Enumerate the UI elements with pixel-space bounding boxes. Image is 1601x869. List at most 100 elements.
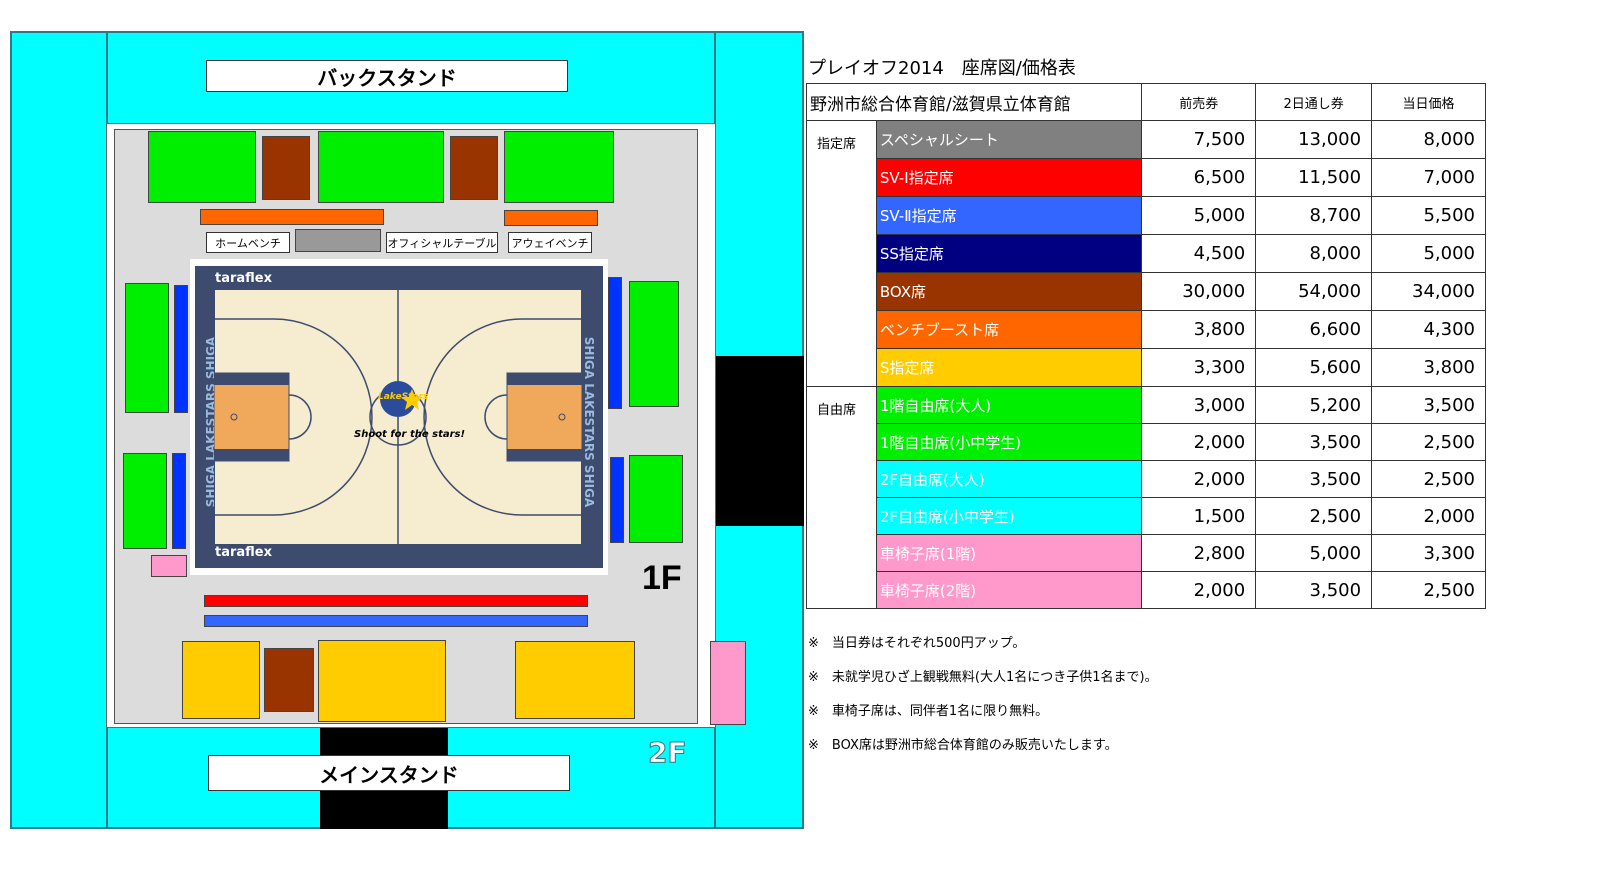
price-day-of: 2,500 [1371, 423, 1486, 461]
price-two-day: 11,500 [1255, 158, 1373, 197]
price-presale: 3,000 [1141, 386, 1257, 424]
team-name-right: SHIGA LAKESTARS SHIGA [582, 336, 596, 508]
seat-type-cell: BOX席 [875, 272, 1143, 311]
away-bench-label: アウェイベンチ [508, 232, 592, 253]
price-presale: 3,300 [1141, 348, 1257, 387]
wheelchair-seat-2f[interactable] [710, 641, 746, 725]
court: taraflex taraflex SHIGA LAKESTARS SHIGA … [190, 259, 608, 575]
price-two-day: 3,500 [1255, 423, 1373, 461]
seat-block-box[interactable] [450, 136, 498, 200]
seat-block-free-1f[interactable] [125, 283, 169, 413]
court-brand-label: taraflex [215, 545, 273, 560]
seat-block-free-1f[interactable] [123, 453, 167, 549]
price-two-day: 2,500 [1255, 497, 1373, 535]
price-day-of: 7,000 [1371, 158, 1486, 197]
floor-1f-label: 1F [642, 559, 682, 597]
price-presale: 2,000 [1141, 571, 1257, 609]
main-stand-label: メインスタンド [208, 755, 570, 791]
price-day-of: 3,300 [1371, 534, 1486, 572]
seat-type-cell: SV-Ⅱ指定席 [875, 196, 1143, 235]
price-two-day: 5,600 [1255, 348, 1373, 387]
seat-block-s[interactable] [318, 640, 446, 722]
note-item: ※ 未就学児ひざ上観戦無料(大人1名につき子供1名まで)。 [808, 670, 1158, 685]
price-day-of: 3,800 [1371, 348, 1486, 387]
price-presale: 6,500 [1141, 158, 1257, 197]
floor-2f-label: 2F [648, 736, 688, 770]
header-two-day: 2日通し券 [1255, 83, 1373, 121]
court-slogan: Shoot for the stars! [354, 429, 466, 440]
venue-cell: 野洲市総合体育館/滋賀県立体育館 [805, 83, 1143, 121]
price-day-of: 8,000 [1371, 120, 1486, 159]
price-presale: 3,800 [1141, 310, 1257, 349]
wheelchair-seat-1f[interactable] [151, 555, 187, 577]
2f-left-stand [10, 31, 108, 829]
price-presale: 2,000 [1141, 423, 1257, 461]
seat-row-sv1[interactable] [204, 595, 588, 607]
note-item: ※ 当日券はそれぞれ500円アップ。 [808, 636, 1026, 651]
seat-row-sv2[interactable] [204, 615, 588, 627]
price-two-day: 3,500 [1255, 460, 1373, 498]
seat-block-free-1f[interactable] [318, 131, 444, 203]
notes: ※ 当日券はそれぞれ500円アップ。 ※ 未就学児ひざ上観戦無料(大人1名につき… [808, 632, 1158, 753]
seat-group-label: 自由席 [806, 386, 877, 609]
court-floor [214, 289, 582, 545]
price-table: 野洲市総合体育館/滋賀県立体育館 前売券 2日通し券 当日価格 指定席スペシャル… [805, 83, 1486, 609]
official-table [295, 229, 381, 252]
court-brand-label: taraflex [215, 271, 273, 286]
seat-block-box[interactable] [262, 136, 310, 200]
seat-row-bench-boost[interactable] [200, 209, 384, 225]
price-day-of: 5,500 [1371, 196, 1486, 235]
seat-type-cell: 1階自由席(小中学生) [875, 423, 1143, 461]
price-table-header: 野洲市総合体育館/滋賀県立体育館 前売券 2日通し券 当日価格 [805, 83, 1486, 121]
price-two-day: 6,600 [1255, 310, 1373, 349]
seat-block-s[interactable] [515, 641, 635, 719]
seat-block-s[interactable] [182, 641, 260, 719]
seating-diagram: バックスタンド メインスタンド 2F ホームベンチ オフィシャルテーブル アウェ… [10, 31, 808, 849]
header-day-of: 当日価格 [1371, 83, 1486, 121]
seat-row-bench-boost[interactable] [504, 210, 598, 226]
price-day-of: 5,000 [1371, 234, 1486, 273]
seat-row-ss[interactable] [174, 285, 188, 413]
price-presale: 2,800 [1141, 534, 1257, 572]
seat-block-free-1f[interactable] [629, 281, 679, 407]
price-day-of: 2,000 [1371, 497, 1486, 535]
note-item: ※ BOX席は野洲市総合体育館のみ販売いたします。 [808, 738, 1118, 753]
seat-row-ss[interactable] [608, 277, 622, 409]
seat-type-cell: ベンチブースト席 [875, 310, 1143, 349]
seat-block-box[interactable] [264, 648, 314, 712]
price-presale: 7,500 [1141, 120, 1257, 159]
price-two-day: 8,700 [1255, 196, 1373, 235]
seat-block-free-1f[interactable] [504, 131, 614, 203]
back-stand-label: バックスタンド [206, 60, 568, 92]
seat-row-ss[interactable] [610, 457, 624, 543]
price-day-of: 34,000 [1371, 272, 1486, 311]
seat-row-ss[interactable] [172, 453, 186, 549]
price-presale: 5,000 [1141, 196, 1257, 235]
seat-block-free-1f[interactable] [629, 455, 683, 543]
seat-type-cell: 1階自由席(大人) [875, 386, 1143, 424]
seat-block-free-1f[interactable] [148, 131, 256, 203]
seat-type-cell: 車椅子席(2階) [875, 571, 1143, 609]
official-table-label: オフィシャルテーブル [386, 232, 498, 253]
price-presale: 30,000 [1141, 272, 1257, 311]
header-presale: 前売券 [1141, 83, 1257, 121]
right-stand-block [716, 356, 804, 526]
price-presale: 4,500 [1141, 234, 1257, 273]
seat-group-label: 指定席 [806, 120, 877, 387]
price-presale: 2,000 [1141, 460, 1257, 498]
price-two-day: 5,000 [1255, 534, 1373, 572]
price-two-day: 13,000 [1255, 120, 1373, 159]
price-day-of: 2,500 [1371, 571, 1486, 609]
seat-type-cell: SS指定席 [875, 234, 1143, 273]
price-two-day: 8,000 [1255, 234, 1373, 273]
price-day-of: 4,300 [1371, 310, 1486, 349]
